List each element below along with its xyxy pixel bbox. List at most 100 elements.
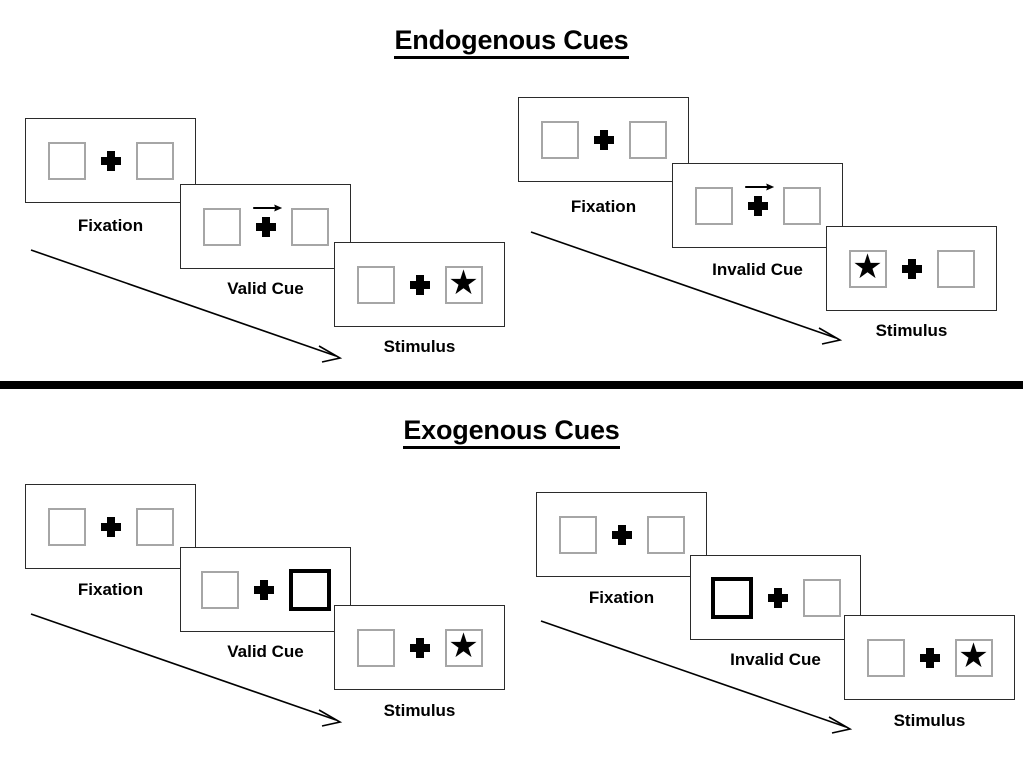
section-title-endogenous-text: Endogenous Cues bbox=[394, 25, 629, 59]
frame-content bbox=[558, 514, 685, 556]
frame-endogenous-invalid-cue[interactable] bbox=[672, 163, 843, 248]
box-right bbox=[646, 515, 685, 554]
section-title-endogenous: Endogenous Cues bbox=[0, 25, 1023, 59]
star-icon: ★ bbox=[852, 248, 883, 286]
fixation-plus-icon bbox=[747, 195, 768, 216]
frame-exogenous-invalid-cue[interactable] bbox=[690, 555, 861, 640]
box-left bbox=[47, 141, 86, 180]
frame-exogenous-valid-stimulus[interactable]: ★ bbox=[334, 605, 505, 690]
frame-label-exogenous-valid-stimulus: Stimulus bbox=[383, 701, 456, 720]
box-left bbox=[202, 207, 241, 246]
box-left bbox=[356, 628, 395, 667]
cue-arrow-icon bbox=[744, 183, 774, 190]
frame-content bbox=[202, 204, 329, 248]
box-right: ★ bbox=[444, 627, 483, 667]
frame-label-exogenous-invalid-fixation: Fixation bbox=[588, 588, 655, 607]
box-left bbox=[558, 515, 597, 554]
frame-label-endogenous-invalid-fixation: Fixation bbox=[570, 197, 637, 216]
fixation-plus-icon bbox=[253, 579, 274, 600]
star-icon: ★ bbox=[448, 627, 479, 665]
frame-content: ★ bbox=[356, 264, 483, 306]
box-right bbox=[290, 207, 329, 246]
box-right bbox=[802, 578, 841, 617]
time-arrow-endogenous-invalid bbox=[530, 231, 843, 345]
fixation-plus-icon bbox=[409, 637, 430, 658]
frame-content bbox=[694, 183, 821, 227]
frame-content bbox=[710, 576, 841, 619]
star-icon: ★ bbox=[958, 637, 989, 675]
frame-label-endogenous-valid-cue: Valid Cue bbox=[227, 279, 304, 298]
box-right bbox=[936, 249, 975, 288]
plus-wrap bbox=[766, 577, 790, 619]
cue-arrow-icon bbox=[252, 204, 282, 211]
box-right bbox=[782, 186, 821, 225]
fixation-plus-icon bbox=[593, 129, 614, 150]
plus-wrap bbox=[610, 514, 634, 556]
frame-label-exogenous-invalid-cue: Invalid Cue bbox=[730, 650, 821, 669]
frame-exogenous-invalid-stimulus[interactable]: ★ bbox=[844, 615, 1015, 700]
box-right bbox=[628, 120, 667, 159]
frame-endogenous-invalid-stimulus[interactable]: ★ bbox=[826, 226, 997, 311]
time-arrow-exogenous-invalid bbox=[540, 620, 853, 734]
box-left bbox=[200, 570, 239, 609]
frame-content bbox=[47, 506, 174, 548]
fixation-plus-icon bbox=[100, 516, 121, 537]
frame-label-endogenous-valid-stimulus: Stimulus bbox=[383, 337, 456, 356]
section-title-exogenous: Exogenous Cues bbox=[0, 415, 1023, 449]
frame-endogenous-valid-cue[interactable] bbox=[180, 184, 351, 269]
box-right: ★ bbox=[954, 637, 993, 677]
box-left bbox=[356, 265, 395, 304]
plus-wrap bbox=[408, 264, 432, 306]
fixation-plus-icon bbox=[767, 587, 788, 608]
star-icon: ★ bbox=[448, 264, 479, 302]
plus-wrap bbox=[408, 627, 432, 669]
frame-endogenous-valid-stimulus[interactable]: ★ bbox=[334, 242, 505, 327]
plus-wrap bbox=[900, 248, 924, 290]
frame-content bbox=[200, 568, 331, 611]
plus-wrap bbox=[252, 569, 276, 611]
plus-wrap bbox=[99, 506, 123, 548]
fixation-plus-icon bbox=[901, 258, 922, 279]
section-endogenous: Endogenous Cues Fixation bbox=[0, 25, 1023, 389]
box-left bbox=[540, 120, 579, 159]
section-exogenous: Exogenous Cues Fixation bbox=[0, 392, 1023, 767]
box-right-cued bbox=[288, 568, 331, 611]
box-right: ★ bbox=[444, 264, 483, 304]
frame-content: ★ bbox=[848, 248, 975, 290]
frame-exogenous-valid-cue[interactable] bbox=[180, 547, 351, 632]
fixation-plus-icon bbox=[611, 524, 632, 545]
time-arrow-exogenous-valid bbox=[30, 613, 343, 727]
box-left: ★ bbox=[848, 248, 887, 288]
plus-wrap bbox=[99, 140, 123, 182]
plus-wrap bbox=[252, 204, 282, 248]
frame-endogenous-invalid-fixation[interactable] bbox=[518, 97, 689, 182]
time-arrow-endogenous-valid bbox=[30, 249, 343, 363]
frame-label-endogenous-invalid-cue: Invalid Cue bbox=[712, 260, 803, 279]
fixation-plus-icon bbox=[919, 647, 940, 668]
box-left-cued bbox=[710, 576, 753, 619]
box-right bbox=[135, 507, 174, 546]
section-title-exogenous-text: Exogenous Cues bbox=[403, 415, 620, 449]
plus-wrap bbox=[592, 119, 616, 161]
frame-content bbox=[47, 140, 174, 182]
frame-endogenous-valid-fixation[interactable] bbox=[25, 118, 196, 203]
plus-wrap bbox=[918, 637, 942, 679]
frame-content: ★ bbox=[866, 637, 993, 679]
frame-label-endogenous-valid-fixation: Fixation bbox=[77, 216, 144, 235]
box-left bbox=[47, 507, 86, 546]
frame-label-exogenous-valid-fixation: Fixation bbox=[77, 580, 144, 599]
fixation-plus-icon bbox=[409, 274, 430, 295]
fixation-plus-icon bbox=[100, 150, 121, 171]
section-divider bbox=[0, 381, 1023, 389]
frame-label-exogenous-valid-cue: Valid Cue bbox=[227, 642, 304, 661]
frame-exogenous-valid-fixation[interactable] bbox=[25, 484, 196, 569]
box-left bbox=[694, 186, 733, 225]
box-right bbox=[135, 141, 174, 180]
frame-label-exogenous-invalid-stimulus: Stimulus bbox=[893, 711, 966, 730]
frame-label-endogenous-invalid-stimulus: Stimulus bbox=[875, 321, 948, 340]
frame-exogenous-invalid-fixation[interactable] bbox=[536, 492, 707, 577]
frame-content bbox=[540, 119, 667, 161]
plus-wrap bbox=[744, 183, 774, 227]
frame-content: ★ bbox=[356, 627, 483, 669]
box-left bbox=[866, 638, 905, 677]
